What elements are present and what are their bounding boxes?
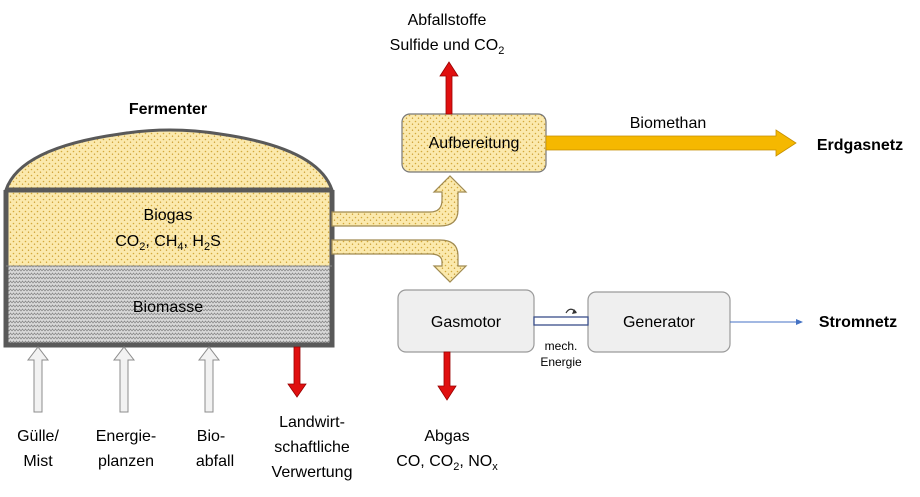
mech-label-1: mech. <box>545 339 578 353</box>
abgas-line1: Abgas <box>424 428 469 445</box>
biomasse-layer <box>6 266 332 344</box>
abfall-line1: Abfallstoffe <box>408 12 487 29</box>
guelle-input-arrow <box>26 346 50 413</box>
biogas-pipe-to-gasmotor <box>331 239 468 283</box>
land-label-2: schaftliche <box>274 439 350 456</box>
land-label-3: Verwertung <box>272 464 353 481</box>
biomasse-label: Biomasse <box>133 299 203 316</box>
abgas-red-arrow <box>437 351 457 401</box>
fermenter-title: Fermenter <box>129 101 207 118</box>
gasmotor-label: Gasmotor <box>431 314 502 331</box>
biogas-label: Biogas <box>144 207 193 224</box>
abfall-line2: Sulfide und CO2 <box>390 37 505 57</box>
land-label-1: Landwirt- <box>279 414 345 431</box>
generator-label: Generator <box>623 314 696 331</box>
mech-shaft <box>533 316 589 326</box>
mech-label-2: Energie <box>540 355 582 369</box>
energie-input-arrow <box>112 346 136 413</box>
biogas-formula: CO2, CH4, H2S <box>115 233 221 253</box>
erdgasnetz-label: Erdgasnetz <box>817 137 903 154</box>
fermenter-frame <box>3 187 335 348</box>
energie-label-1: Energie- <box>96 428 156 445</box>
abgas-line2: CO, CO2, NOx <box>396 453 498 473</box>
bio-input-arrow <box>197 346 221 413</box>
stromnetz-label: Stromnetz <box>819 314 897 331</box>
energie-label-2: planzen <box>98 453 154 470</box>
abfall-red-arrow <box>439 61 459 115</box>
guelle-label-1: Gülle/ <box>17 428 59 445</box>
guelle-label-2: Mist <box>23 453 53 470</box>
land-red-arrow <box>287 346 307 398</box>
biomethan-label: Biomethan <box>630 115 707 132</box>
bio-label-2: abfall <box>196 453 234 470</box>
biogas-layer <box>6 190 332 266</box>
biogas-pipe-to-aufbereitung <box>331 175 468 227</box>
biomethan-arrow <box>545 129 797 157</box>
bio-label-1: Bio- <box>197 428 225 445</box>
fermenter-dome <box>3 128 335 192</box>
aufbereitung-label: Aufbereitung <box>429 135 520 152</box>
